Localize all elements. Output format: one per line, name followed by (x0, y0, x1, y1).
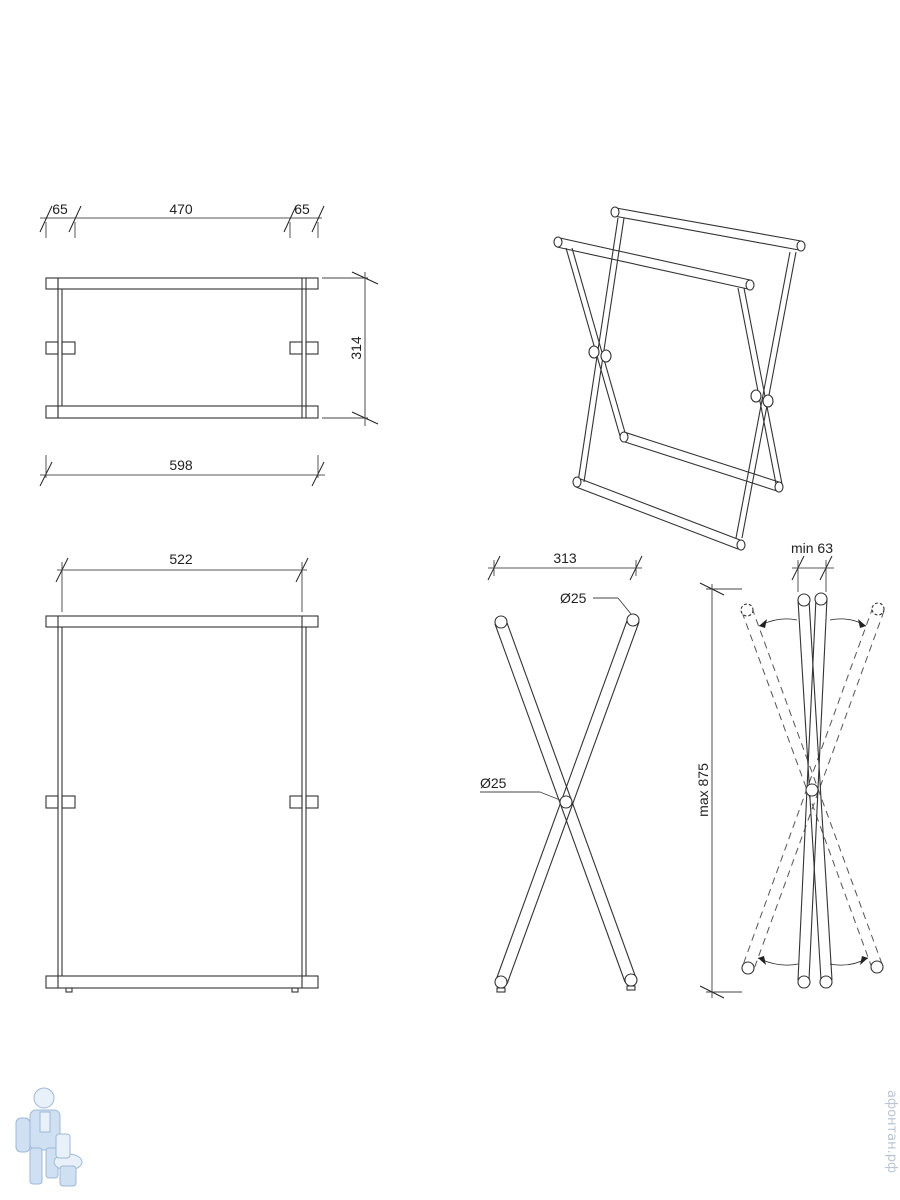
top-view-frame (45, 277, 319, 419)
front-view-frame (45, 615, 319, 993)
isometric-view (553, 206, 806, 551)
dim-total-width: 598 (169, 457, 193, 473)
front-view: 522 (45, 551, 319, 993)
top-view-total-dimension: 598 (39, 455, 325, 487)
side-view: 313 Ø25 Ø25 (480, 550, 643, 993)
folded-view: min 63 max 875 (695, 540, 885, 999)
watermark-site: афонтан.рф (884, 1090, 899, 1173)
plumber-mascot-logo (15, 1087, 83, 1187)
dim-depth: 314 (348, 336, 364, 360)
dim-left-offset: 65 (52, 201, 68, 217)
dim-right-offset: 65 (294, 201, 310, 217)
top-view: 65 470 65 314 (39, 201, 379, 487)
top-view-depth-dimension: 314 (322, 271, 379, 426)
folded-max-dimension: max 875 (695, 582, 742, 999)
dim-inner-width: 470 (169, 201, 193, 217)
label-tube-diameter-pivot: Ø25 (480, 775, 507, 791)
folded-min-dimension: min 63 (791, 540, 834, 592)
front-view-width-dimension: 522 (55, 551, 309, 612)
dim-max-height: max 875 (695, 763, 711, 817)
label-tube-diameter-top: Ø25 (560, 590, 587, 606)
dim-front-width: 522 (169, 551, 193, 567)
side-view-spread-dimension: 313 (487, 550, 643, 581)
top-view-width-dimensions: 65 470 65 (39, 201, 325, 238)
dim-leg-spread: 313 (553, 550, 577, 566)
dim-min-gap: min 63 (791, 540, 833, 556)
